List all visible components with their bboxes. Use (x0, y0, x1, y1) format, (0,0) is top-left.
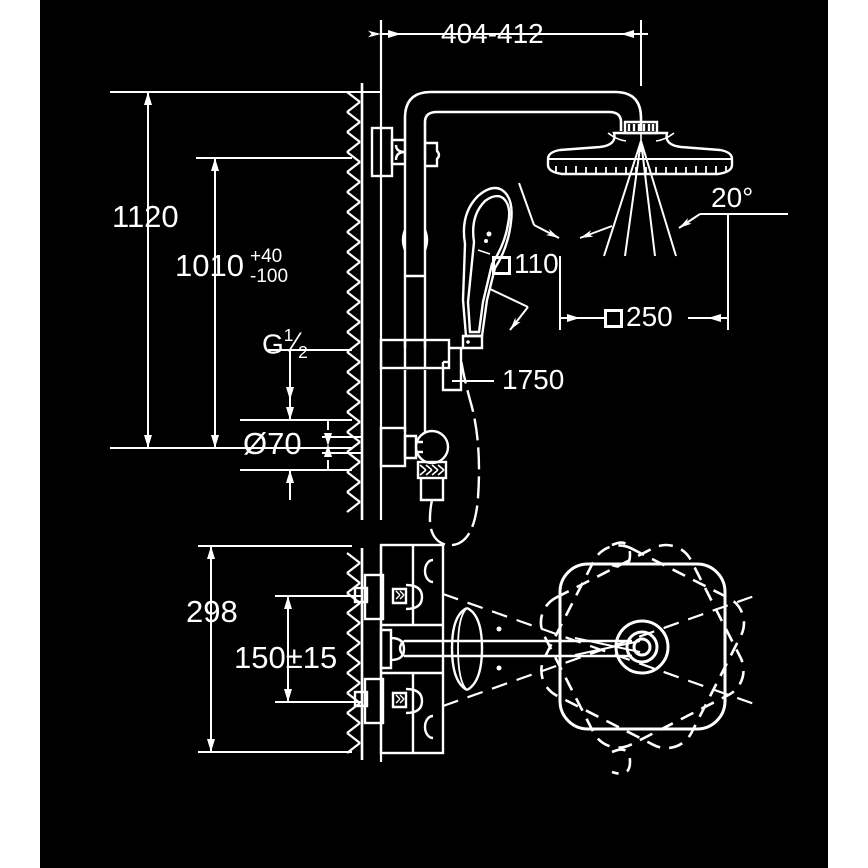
dim-label-hose-length: 1750 (502, 364, 565, 395)
wall-section-upper (345, 20, 383, 520)
head-size-value: 250 (626, 301, 673, 332)
dim-label-head-size: 250 (604, 303, 673, 331)
tolerance-minus: -100 (250, 265, 289, 287)
lever-handle-rotated-up (539, 541, 745, 749)
dim-rail-height (196, 157, 352, 448)
dim-label-valve-height: 298 (186, 594, 238, 629)
dim-reach (368, 20, 648, 86)
hose-elbow (379, 426, 450, 502)
thread-fraction: 1⁄2 (283, 325, 308, 362)
dim-label-reach: 404-412 (441, 18, 544, 49)
spray-cone-lines (603, 140, 677, 257)
dim-head-size (559, 214, 729, 330)
dim-label-escutcheon: Ø70 (243, 426, 302, 461)
dim-label-spray-angle: 20° (711, 182, 754, 213)
hand-size-value: 110 (514, 248, 559, 279)
square-symbol-icon (492, 256, 511, 275)
dim-tolerance-rail: +40 -100 (250, 247, 288, 287)
thread-letter: G (262, 328, 284, 360)
dim-label-inlet-centres: 150±15 (234, 640, 338, 675)
dim-label-overall-height: 1120 (112, 199, 179, 234)
thermostat-valve (353, 543, 445, 755)
size-leaders (489, 182, 613, 331)
wall-bracket-upper (370, 126, 441, 178)
lever-handle-rotated-down (540, 544, 746, 775)
dim-label-thread: G1⁄2 (262, 325, 308, 363)
dim-label-hand-size: 110 (492, 250, 559, 278)
dim-inlet-centres (275, 595, 362, 703)
lever-handle (558, 562, 727, 731)
lever-shaft (398, 639, 632, 658)
escutcheon-ring (450, 606, 502, 692)
drawing-canvas (40, 0, 828, 868)
dim-valve-height (198, 545, 352, 753)
tolerance-plus: +40 (250, 246, 283, 267)
spray-angle-leader (678, 213, 788, 229)
slider-holder (379, 338, 463, 392)
shower-arm (403, 90, 643, 160)
dim-escutcheon (240, 402, 362, 500)
thread-denominator: 2 (298, 341, 308, 362)
lever-pivot-cross (574, 637, 641, 656)
dim-overall-height (110, 91, 381, 449)
riser-rail (401, 160, 429, 432)
thread-numerator: 1 (283, 325, 294, 345)
dim-label-rail-height: 1010 (175, 248, 244, 283)
shower-hose (428, 359, 481, 547)
square-symbol-icon (604, 309, 623, 328)
